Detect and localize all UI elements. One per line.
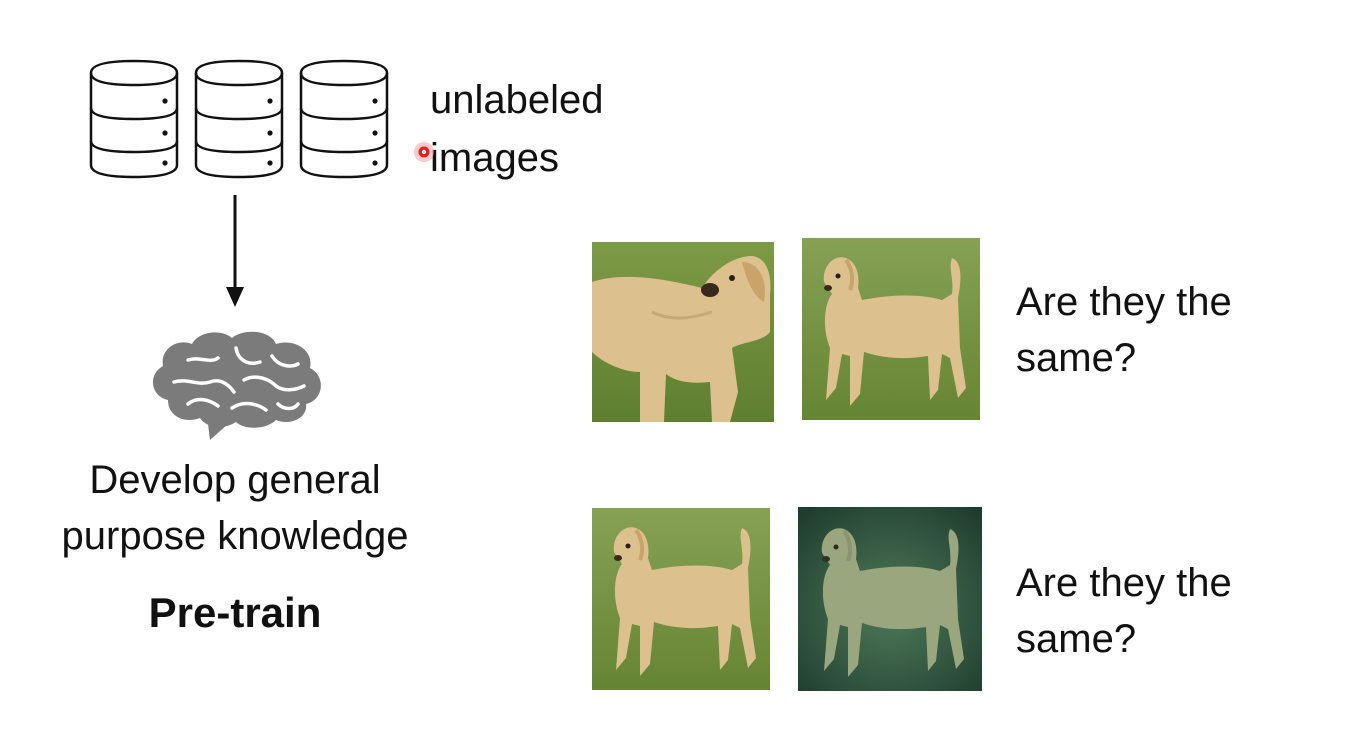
down-arrow-icon [226, 195, 244, 307]
brain-icon [152, 331, 321, 440]
storage-label-line1: unlabeled [430, 78, 604, 122]
comparison-question-line2: same? [1016, 336, 1137, 380]
pretrain-label: Pre-train [148, 589, 322, 636]
comparison-question-line1: Are they the [1016, 280, 1232, 324]
comparison-question-line1: Are they the [1016, 561, 1232, 605]
storage-label-line2: images [430, 136, 559, 180]
database-icon [89, 59, 179, 179]
database-group [89, 59, 389, 179]
model-caption-line2: purpose knowledge [61, 514, 409, 558]
dog-photo-tinted [798, 507, 982, 691]
comparison-question-line2: same? [1016, 617, 1137, 661]
comparison-question: Are they the same? [1016, 555, 1232, 667]
dog-photo-full [802, 238, 980, 420]
laser-pointer-icon [414, 142, 434, 162]
database-icon [194, 59, 284, 179]
comparison-question: Are they the same? [1016, 274, 1232, 386]
model-caption-line1: Develop general [89, 458, 381, 502]
database-icon [299, 59, 389, 179]
dog-photo-cropped [592, 242, 774, 422]
model-caption: Develop general purpose knowledge [20, 452, 450, 564]
dog-photo-full [592, 508, 770, 690]
